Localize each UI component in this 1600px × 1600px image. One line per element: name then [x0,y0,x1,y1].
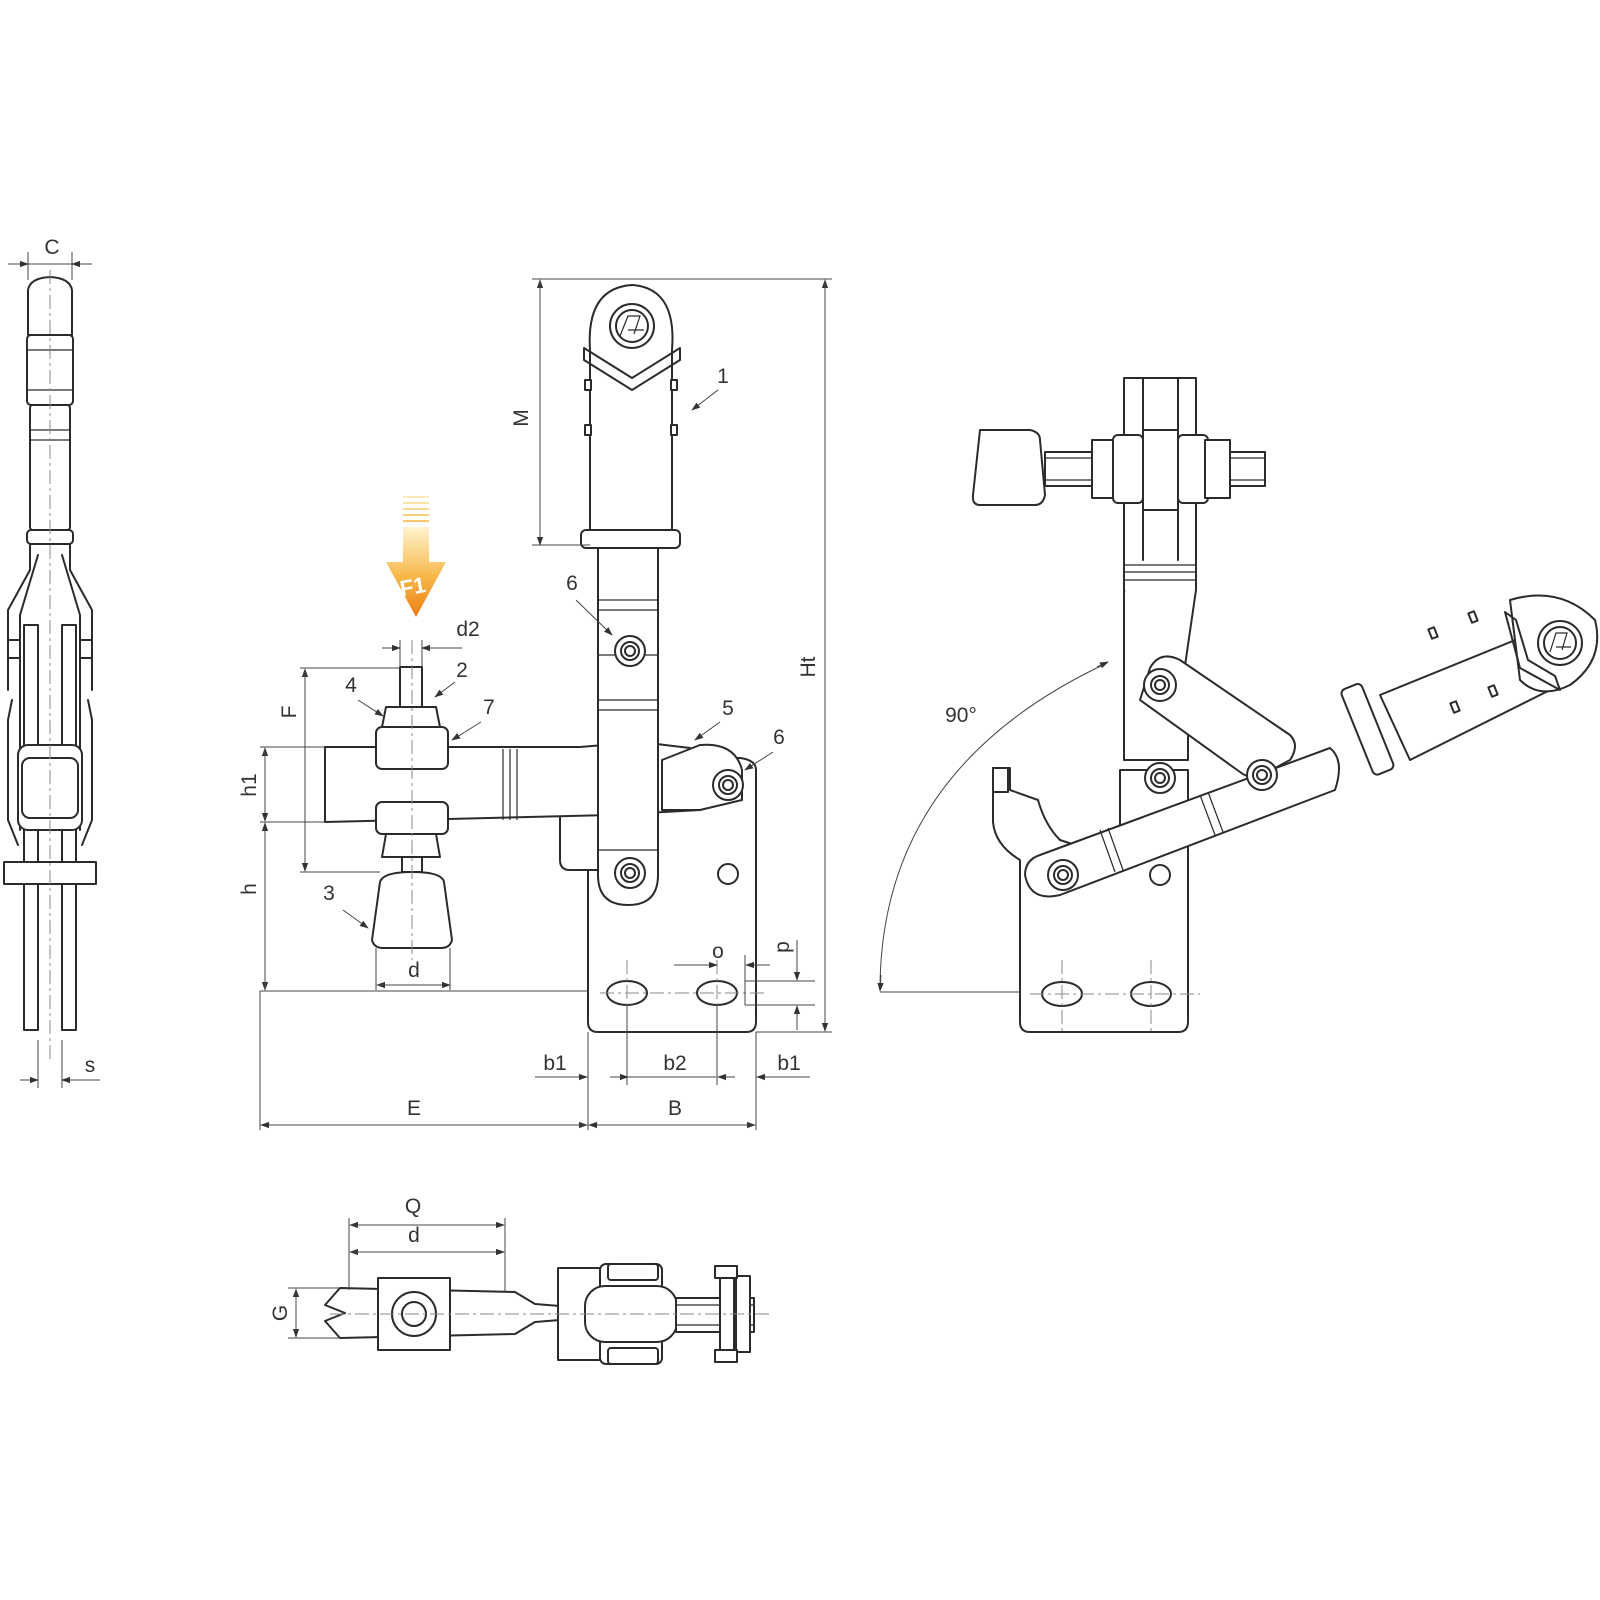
dim-E: E [407,1097,421,1120]
force-label: F1 [398,572,428,601]
front-view: F1 [324,284,765,1033]
dim-d: d [408,959,420,982]
dim-h: h [238,883,261,895]
front-dimensions: M Ht d2 F h1 h d [238,278,832,1130]
dim-Q: Q [405,1195,421,1218]
part-marker-1: 1 [717,365,729,388]
top-view: Q d G [269,1195,770,1365]
dim-h1: h1 [238,773,261,796]
part-marker-4: 4 [345,674,357,697]
part-marker-3: 3 [323,882,335,905]
side-view: C s [3,236,100,1088]
dim-b2: b2 [663,1052,686,1075]
part-marker-5: 5 [722,697,734,720]
dim-M: M [510,409,533,427]
brand-logo-icon [615,309,649,343]
part-marker-6b: 6 [773,726,785,749]
dim-d-bottom: d [408,1224,420,1247]
dim-G: G [269,1305,292,1321]
dim-F: F [278,706,301,719]
dim-b1-left: b1 [543,1052,566,1075]
part-markers: 1 2 3 4 5 6 6 7 [323,365,785,929]
dim-b1-right: b1 [777,1052,800,1075]
dim-Ht: Ht [797,656,820,677]
open-view: 90° [877,377,1599,1033]
part-marker-7: 7 [483,696,495,719]
dim-d2: d2 [456,618,479,641]
dim-s: s [85,1054,96,1077]
brand-logo-icon-2 [1543,626,1577,660]
part-marker-2: 2 [456,659,468,682]
dim-o: o [712,940,724,963]
dim-B: B [668,1097,682,1120]
force-arrow-icon: F1 [386,496,446,617]
dim-C: C [44,236,59,259]
dim-p: p [771,941,794,953]
part-marker-6a: 6 [566,572,578,595]
dim-angle: 90° [945,704,977,727]
